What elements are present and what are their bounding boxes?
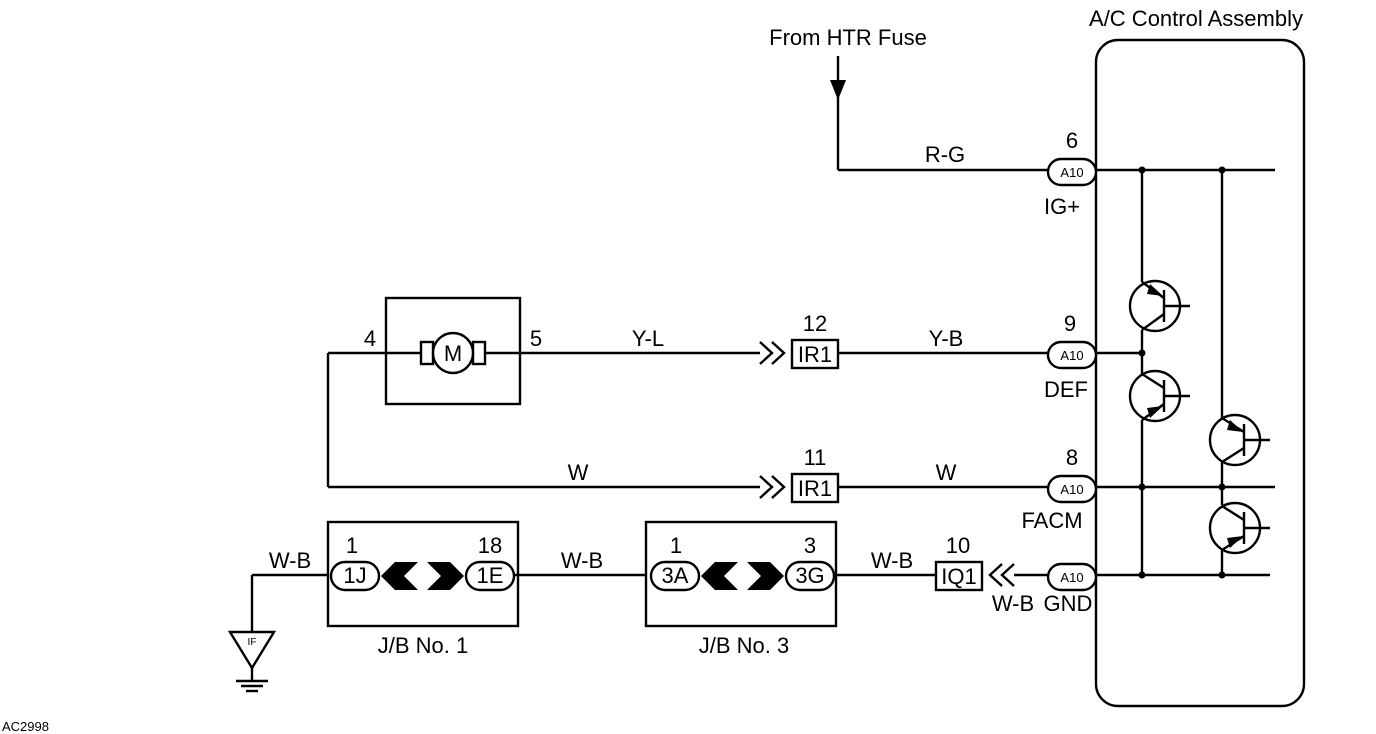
ir1-11-chevron-icon (759, 475, 774, 499)
pin-8-label: 8 (1066, 445, 1078, 470)
pin-10-label: 10 (946, 533, 970, 558)
connector-ir1-11: IR1 (790, 472, 840, 504)
jb1-right-arrow-icon (427, 562, 464, 590)
connector-a10-9-code: A10 (1060, 348, 1083, 363)
jb3-label: J/B No. 3 (699, 633, 789, 658)
connector-ir1-12: IR1 (790, 338, 840, 370)
wb-jb-wire-label: W-B (561, 548, 603, 573)
transistor-1-icon (1128, 279, 1190, 333)
connector-a10-6-code: A10 (1060, 165, 1083, 180)
jb1-right-code: 1E (477, 563, 504, 588)
ig-plus-label: IG+ (1044, 194, 1080, 219)
motor-icon (431, 331, 475, 375)
junction-block-3: 3A 3G (644, 520, 838, 628)
junction-block-1: 1J 1E (326, 520, 520, 628)
facm-label: FACM (1021, 508, 1082, 533)
yb-wire-label: Y-B (929, 326, 964, 351)
jb3-left-pin: 1 (670, 533, 682, 558)
jb3-left-code: 3A (662, 563, 689, 588)
motor-housing-box (384, 296, 522, 406)
connector-ir1-12-code: IR1 (798, 342, 832, 367)
pin-6-label: 6 (1066, 128, 1078, 153)
pin-11-label: 11 (804, 445, 827, 470)
connector-a10-9: A10 (1046, 340, 1098, 370)
jb3-right-pin: 3 (804, 533, 816, 558)
wb-jb3-wire-label: W-B (871, 548, 913, 573)
jb1-right-pin: 18 (478, 533, 502, 558)
connector-iq1-10: IQ1 (934, 560, 984, 592)
motor-pin-5: 5 (530, 326, 542, 351)
ac-control-assembly-box (1094, 38, 1306, 708)
transistor-2-icon (1128, 369, 1190, 423)
ground-point-icon (227, 630, 277, 671)
connector-iq1-10-code: IQ1 (941, 564, 976, 589)
iq1-chevron-icon (988, 563, 1003, 587)
w-wire-label-right: W (936, 460, 957, 485)
wb-gnd-wire-label: W-B (992, 591, 1034, 616)
rg-wire-label: R-G (925, 142, 965, 167)
gnd-label: GND (1044, 591, 1093, 616)
motor-symbol: M (444, 341, 462, 366)
w-wire-label-left: W (568, 460, 589, 485)
jb1-label: J/B No. 1 (378, 633, 468, 658)
connector-a10-gnd-code: A10 (1060, 570, 1083, 585)
figure-id: AC2998 (2, 719, 49, 734)
transistor-3-icon (1208, 413, 1270, 467)
connector-a10-8: A10 (1046, 474, 1098, 504)
fuse-arrow-icon (830, 80, 846, 100)
jb3-right-code: 3G (795, 563, 824, 588)
connector-ir1-11-code: IR1 (798, 476, 832, 501)
jb3-left-arrow-icon (701, 562, 738, 590)
pin-9-label: 9 (1064, 311, 1076, 336)
wb-ground-wire-label: W-B (269, 548, 311, 573)
motor-brush-left-icon (419, 340, 435, 366)
pin-12-label: 12 (803, 311, 827, 336)
ground-code: IF (248, 637, 257, 648)
ir1-12-chevron-icon (759, 341, 774, 365)
motor-brush-right-icon (471, 340, 487, 366)
connector-a10-6: A10 (1046, 157, 1098, 187)
yl-wire-label: Y-L (632, 326, 664, 351)
connector-a10-8-code: A10 (1060, 482, 1083, 497)
transistor-4-icon (1208, 501, 1270, 555)
motor-pin-4: 4 (364, 326, 376, 351)
ac-control-assembly-title: A/C Control Assembly (1089, 6, 1303, 31)
jb3-right-arrow-icon (747, 562, 784, 590)
htr-fuse-label: From HTR Fuse (769, 25, 927, 50)
jb1-left-arrow-icon (381, 562, 418, 590)
connector-a10-gnd: A10 (1046, 562, 1098, 592)
jb1-left-code: 1J (343, 563, 366, 588)
jb1-left-pin: 1 (346, 533, 358, 558)
def-label: DEF (1044, 377, 1088, 402)
